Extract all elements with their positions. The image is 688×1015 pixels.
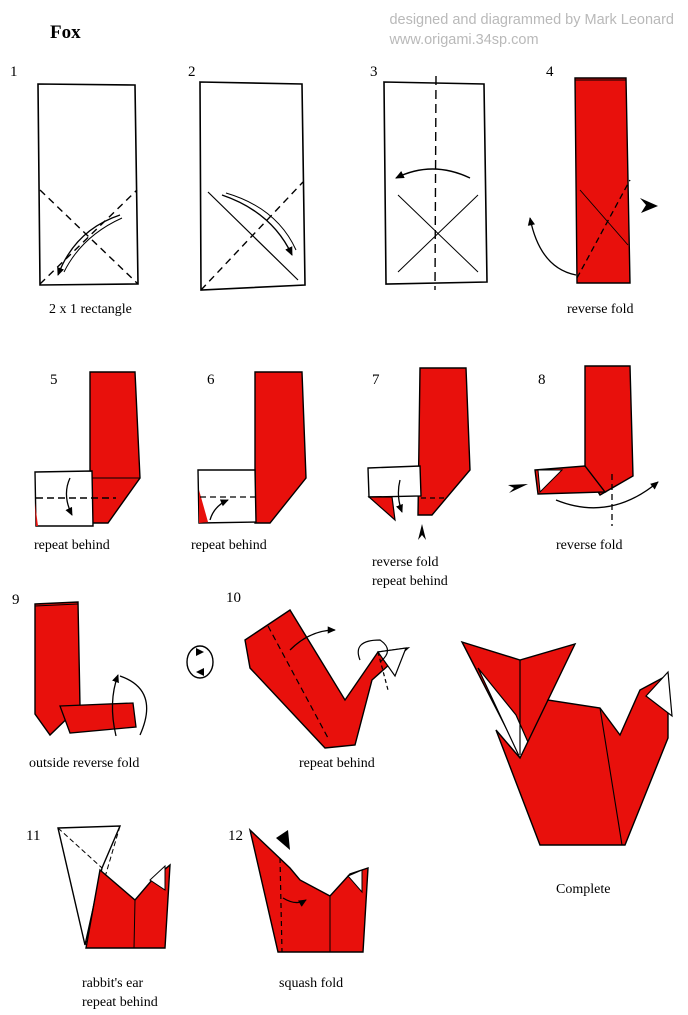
- step-5-caption: repeat behind: [34, 538, 110, 553]
- step-10-arrow-b: [358, 640, 387, 662]
- step-1-valley-line: [40, 190, 138, 284]
- step-number-4: 4: [546, 64, 554, 80]
- step-12-push-arrow: [276, 830, 290, 850]
- turn-over-icon: [187, 646, 213, 678]
- step-8-figure: [508, 366, 659, 526]
- step-6-paper-red: [255, 372, 306, 523]
- step-4-crease: [580, 190, 628, 245]
- step-number-8: 8: [538, 372, 546, 388]
- step-2-arrow-shadow: [226, 193, 296, 250]
- step-2-figure: [200, 82, 305, 290]
- step-number-11: 11: [26, 828, 41, 844]
- step-1-caption: 2 x 1 rectangle: [49, 302, 132, 317]
- step-number-5: 5: [50, 372, 58, 388]
- step-11-figure: [58, 826, 170, 948]
- step-8-fold-arrow: [556, 481, 659, 508]
- step-12-caption: squash fold: [279, 976, 344, 991]
- page-title: Fox: [50, 22, 81, 43]
- step-5-paper-red: [90, 372, 140, 523]
- step-7-paper-red: [418, 368, 470, 515]
- complete-fox-figure: [462, 642, 672, 845]
- step-9-figure: [35, 602, 147, 736]
- step-6-figure: [198, 372, 306, 523]
- step-4-push-arrow: [640, 198, 658, 213]
- step-number-6: 6: [207, 372, 215, 388]
- step-12-valley-line: [280, 858, 282, 952]
- step-10-fold-arrow: [290, 626, 336, 650]
- step-1-figure: [38, 84, 138, 285]
- credit-block: designed and diagrammed by Mark Leonard …: [389, 10, 674, 50]
- step-6-fold-arrow: [210, 500, 229, 520]
- step-7-flap: [369, 497, 395, 520]
- step-3-paper: [384, 82, 487, 284]
- step-3-valley-line: [435, 76, 436, 290]
- step-10-figure: [245, 610, 408, 748]
- step-5-figure: [35, 372, 140, 526]
- step-number-1: 1: [10, 64, 18, 80]
- step-1-valley-line-b: [40, 190, 137, 284]
- step-10-caption: repeat behind: [299, 756, 375, 771]
- step-2-valley-line: [201, 182, 303, 290]
- step-12-body: [250, 830, 368, 952]
- step-4-fold-arrow: [527, 217, 576, 275]
- step-number-9: 9: [12, 592, 20, 608]
- step-2-crease: [208, 192, 298, 280]
- step-9-arm: [60, 703, 136, 733]
- step-7-caption-line2: repeat behind: [372, 574, 448, 589]
- step-11-caption-line2: repeat behind: [82, 995, 158, 1010]
- credit-website: www.origami.34sp.com: [389, 32, 539, 48]
- step-3-fold-arrow: [395, 169, 470, 178]
- step-number-3: 3: [370, 64, 378, 80]
- step-4-caption: reverse fold: [567, 302, 634, 317]
- step-9-fold-arrow: [112, 674, 119, 736]
- step-7-fold-arrow: [396, 480, 403, 513]
- step-number-12: 12: [228, 828, 243, 844]
- step-1-arrow-shadow: [64, 218, 122, 272]
- step-9-arrow-curve: [120, 676, 147, 735]
- step-4-figure: [527, 78, 658, 283]
- step-8-push-arrow: [508, 484, 528, 493]
- step-7-caption-line1: reverse fold: [372, 555, 439, 570]
- step-12-fold-arrow: [283, 898, 307, 907]
- step-number-2: 2: [188, 64, 196, 80]
- step-6-caption: repeat behind: [191, 538, 267, 553]
- step-5-fold-arrow: [65, 478, 72, 516]
- step-1-fold-arrow: [57, 215, 120, 276]
- step-4-valley-line: [577, 180, 630, 278]
- step-7-paper-white: [368, 466, 421, 497]
- complete-caption: Complete: [556, 882, 611, 897]
- step-3-crease-b: [398, 195, 478, 272]
- step-2-paper: [200, 82, 305, 290]
- step-2-fold-arrow: [222, 195, 292, 256]
- step-number-10: 10: [226, 590, 241, 606]
- fox-body: [496, 675, 668, 845]
- step-11-caption: rabbit's ear repeat behind: [82, 974, 158, 1012]
- step-7-caption: reverse fold repeat behind: [372, 553, 448, 591]
- step-11-caption-line1: rabbit's ear: [82, 976, 144, 991]
- step-12-figure: [250, 830, 368, 952]
- fox-tail-tip: [646, 672, 672, 716]
- credit-designer: designed and diagrammed by Mark Leonard: [389, 12, 674, 28]
- step-7-push-arrow: [418, 524, 426, 540]
- step-9-caption: outside reverse fold: [29, 756, 140, 771]
- step-4-paper: [575, 78, 630, 283]
- step-8-caption: reverse fold: [556, 538, 623, 553]
- step-6-paper-white: [198, 470, 256, 523]
- step-7-figure: [368, 368, 470, 540]
- step-8-paper-red: [585, 366, 633, 495]
- step-10-valley-line: [268, 626, 328, 738]
- step-number-7: 7: [372, 372, 380, 388]
- step-1-paper: [38, 84, 138, 285]
- step-3-figure: [384, 76, 487, 290]
